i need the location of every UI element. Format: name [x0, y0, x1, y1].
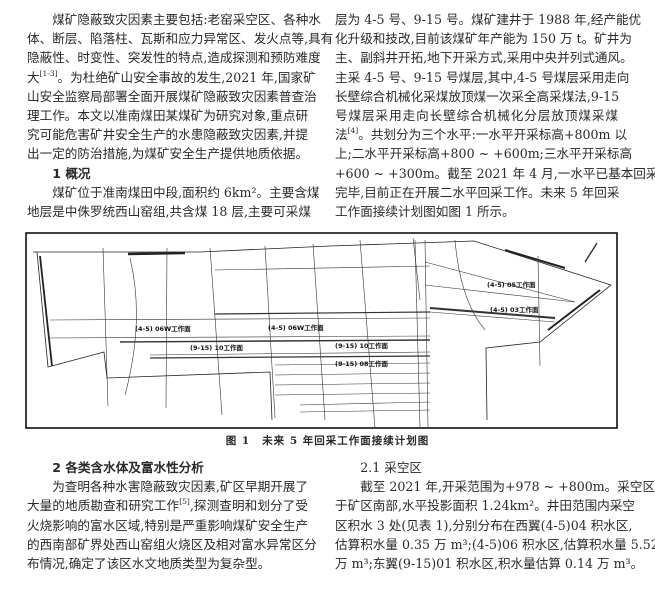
face-label: (4-5) 06W工作面	[268, 323, 324, 332]
face-label: (9-15) 10工作面	[190, 343, 244, 352]
figure-frame	[25, 232, 618, 429]
text-segment: 出一定的防治措施,为煤矿安全生产提供地质依据。	[27, 146, 309, 162]
text-line: 上;二水平开采标高+800 ~ +600m;三水平开采标高	[335, 144, 632, 163]
text-line: 工作面接续计划图如图 1 所示。	[335, 202, 618, 221]
face-label: (4-5) 05工作面	[487, 280, 536, 289]
text-line: 出一定的防治措施,为煤矿安全生产提供地质依据。	[27, 144, 308, 163]
text-segment: 。共划分为三个水平:一水平开采标高+800m 以	[358, 127, 628, 143]
face-label: (4-5) 06W工作面	[135, 324, 191, 333]
section-heading-overview: 1 概况	[52, 165, 91, 181]
goaf-paragraph: 截至 2021 年,开采范围为+978 ~ +800m。采空区位于矿区南部,水平…	[335, 477, 655, 573]
text-line: 煤矿隐蔽致灾因素主要包括:老窑采空区、各种水	[27, 10, 321, 29]
text-line: 于矿区南部,水平投影面积 1.24km²。井田范围内采空	[335, 496, 635, 515]
text-segment: 。为杜绝矿山安全事故的发生,2021 年,国家矿	[57, 69, 316, 85]
text-segment: 体、断层、陷落柱、瓦斯和应力异常区、发火点等,具有	[27, 31, 334, 47]
text-line: 为查明各种水害隐蔽致灾因素,矿区早期开展了	[27, 477, 308, 496]
goaf-section-column: 2.1 采空区 截至 2021 年,开采范围为+978 ~ +800m。采空区位…	[335, 458, 655, 573]
citation-reference: [4]	[347, 126, 359, 136]
text-segment: 火烧影响的富水区域,特别是严重影响煤矿安全生产	[27, 517, 309, 533]
text-segment: 化升级和技改,目前该煤矿年产能为 150 万 t。矿井为	[335, 31, 632, 47]
text-line: 主、副斜井开拓,地下开采方式,采用中央并列式通风。	[335, 48, 633, 67]
text-segment: 完毕,目前正在开展二水平回采工作。未来 5 年回采	[335, 184, 620, 200]
water-section-paragraph: 为查明各种水害隐蔽致灾因素,矿区早期开展了大量的地质勘查和研究工作[5],探测查…	[27, 477, 317, 573]
text-segment: 地层是中侏罗统西山窑组,共含煤 18 层,主要可采煤	[27, 203, 311, 219]
overview-paragraph-continued: 层为 4-5 号、9-15 号。煤矿建井于 1988 年,经产能优化升级和技改,…	[335, 10, 655, 221]
text-segment: 层为 4-5 号、9-15 号。煤矿建井于 1988 年,经产能优	[335, 12, 642, 27]
text-segment: 主、副斜井开拓,地下开采方式,采用中央并列式通风。	[335, 50, 633, 66]
face-label: (4-5) 03工作面	[490, 305, 539, 314]
survey-lines	[102, 237, 598, 429]
figure-caption-text: 未来 5 年回采工作面接续计划图	[262, 435, 430, 447]
text-segment: 煤矿位于准南煤田中段,面积约 6km²。主要含煤	[52, 184, 320, 200]
text-segment: ,探测查明和划分了受	[189, 498, 309, 514]
face-label: (9-15) 08工作面	[335, 359, 389, 368]
text-segment: 究可能危害矿井安全生产的水患隐蔽致灾因素,并提	[27, 127, 309, 143]
text-line: 隐蔽性、时变性、突发性的特点,造成探测和预防难度	[27, 48, 321, 67]
text-segment: 大量的地质勘查和研究工作	[27, 498, 180, 514]
figure-caption: 图 1 未来 5 年回采工作面接续计划图	[0, 433, 655, 448]
text-segment: 于矿区南部,水平投影面积 1.24km²。井田范围内采空	[335, 498, 635, 514]
text-segment: 山安全监察局部署全面开展煤矿隐蔽致灾因素普查治	[27, 88, 317, 104]
text-segment: 隐蔽性、时变性、突发性的特点,造成探测和预防难度	[27, 50, 321, 66]
mine-boundary	[33, 240, 612, 421]
text-line: 究可能危害矿井安全生产的水患隐蔽致灾因素,并提	[27, 125, 308, 144]
text-segment: 为查明各种水害隐蔽致灾因素,矿区早期开展了	[52, 479, 309, 495]
text-line: 煤矿位于准南煤田中段,面积约 6km²。主要含煤	[27, 183, 319, 202]
text-segment: 工作面接续计划图如图 1 所示。	[335, 203, 515, 219]
text-line: 长壁综合机械化采煤放顶煤一次采全高采煤法,9-15	[335, 87, 620, 106]
water-section-column: 2 各类含水体及富水性分析 为查明各种水害隐蔽致灾因素,矿区早期开展了大量的地质…	[27, 458, 317, 573]
text-line: 万 m³;东翼(9-15)01 积水区,积水量估算 0.14 万 m³。	[335, 554, 643, 573]
roadway-lines	[49, 239, 576, 429]
face-labels: (4-5) 06W工作面 (4-5) 06W工作面 (9-15) 10工作面 (…	[135, 280, 539, 368]
text-segment: 上;二水平开采标高+800 ~ +600m;三水平开采标高	[335, 146, 633, 162]
text-segment: 法	[335, 127, 348, 143]
text-line: 号煤层采用走向长壁综合机械化分层放顶煤采煤	[335, 106, 618, 125]
text-line: 的西南部矿界处西山窑组火烧区及相对富水异常区分	[27, 535, 317, 554]
text-line: 完毕,目前正在开展二水平回采工作。未来 5 年回采	[335, 183, 620, 202]
text-line: 大量的地质勘查和研究工作[5],探测查明和划分了受	[27, 496, 308, 515]
text-segment: 主采 4-5 号、9-15 号煤层,其中,4-5 号煤层采用走向	[335, 69, 630, 85]
text-line: +600 ~ +300m。截至 2021 年 4 月,一水平已基本回采	[335, 164, 655, 183]
face-label: (9-15) 10工作面	[335, 341, 389, 350]
citation-reference: [5]	[179, 497, 190, 507]
text-segment: 的西南部矿界处西山窑组火烧区及相对富水异常区分	[27, 536, 317, 552]
text-line: 山安全监察局部署全面开展煤矿隐蔽致灾因素普查治	[27, 87, 317, 106]
overview-continued-column: 层为 4-5 号、9-15 号。煤矿建井于 1988 年,经产能优化升级和技改,…	[335, 10, 655, 221]
citation-reference: [1-3]	[39, 68, 58, 78]
text-segment: 煤矿隐蔽致灾因素主要包括:老窑采空区、各种水	[52, 12, 321, 27]
text-segment: 理工作。本文以准南煤田某煤矿为研究对象,重点研	[27, 107, 309, 123]
text-line: 体、断层、陷落柱、瓦斯和应力异常区、发火点等,具有	[27, 29, 333, 48]
text-segment: 万 m³;东翼(9-15)01 积水区,积水量估算 0.14 万 m³。	[335, 555, 644, 571]
text-line: 布情况,确定了该区水文地质类型为复杂型。	[27, 554, 308, 573]
text-segment: 大	[27, 69, 40, 85]
figure-mining-face-plan: (4-5) 06W工作面 (4-5) 06W工作面 (9-15) 10工作面 (…	[25, 232, 618, 429]
text-line: 大[1-3]。为杜绝矿山安全事故的发生,2021 年,国家矿	[27, 68, 316, 87]
intro-column: 煤矿隐蔽致灾因素主要包括:老窑采空区、各种水体、断层、陷落柱、瓦斯和应力异常区、…	[27, 10, 333, 221]
text-line: 层为 4-5 号、9-15 号。煤矿建井于 1988 年,经产能优	[335, 10, 641, 29]
text-segment: 区积水 3 处(见表 1),分别分布在西翼(4-5)04 积水区,	[335, 517, 633, 533]
section-heading-water-bodies: 2 各类含水体及富水性分析	[52, 460, 204, 475]
text-line: 法[4]。共划分为三个水平:一水平开采标高+800m 以	[335, 125, 627, 144]
figure-caption-number: 图 1	[225, 435, 251, 447]
text-line: 地层是中侏罗统西山窑组,共含煤 18 层,主要可采煤	[27, 202, 311, 221]
intro-paragraph: 煤矿隐蔽致灾因素主要包括:老窑采空区、各种水体、断层、陷落柱、瓦斯和应力异常区、…	[27, 10, 333, 164]
overview-paragraph: 煤矿位于准南煤田中段,面积约 6km²。主要含煤地层是中侏罗统西山窑组,共含煤 …	[27, 183, 320, 221]
subsection-heading-goaf: 2.1 采空区	[360, 460, 423, 475]
text-segment: 估算积水量 0.35 万 m³;(4-5)06 积水区,估算积水量 5.52	[335, 536, 655, 552]
text-segment: +600 ~ +300m。截至 2021 年 4 月,一水平已基本回采	[335, 165, 655, 181]
text-line: 主采 4-5 号、9-15 号煤层,其中,4-5 号煤层采用走向	[335, 68, 629, 87]
text-line: 理工作。本文以准南煤田某煤矿为研究对象,重点研	[27, 106, 308, 125]
text-segment: 号煤层采用走向长壁综合机械化分层放顶煤采煤	[335, 107, 618, 123]
text-segment: 截至 2021 年,开采范围为+978 ~ +800m。采空区位	[360, 479, 655, 495]
text-line: 火烧影响的富水区域,特别是严重影响煤矿安全生产	[27, 516, 308, 535]
text-line: 区积水 3 处(见表 1),分别分布在西翼(4-5)04 积水区,	[335, 516, 633, 535]
text-line: 化升级和技改,目前该煤矿年产能为 150 万 t。矿井为	[335, 29, 632, 48]
text-line: 截至 2021 年,开采范围为+978 ~ +800m。采空区位	[335, 477, 655, 496]
text-segment: 长壁综合机械化采煤放顶煤一次采全高采煤法,9-15	[335, 88, 620, 104]
text-line: 估算积水量 0.35 万 m³;(4-5)06 积水区,估算积水量 5.52	[335, 535, 655, 554]
text-segment: 布情况,确定了该区水文地质类型为复杂型。	[27, 555, 271, 571]
